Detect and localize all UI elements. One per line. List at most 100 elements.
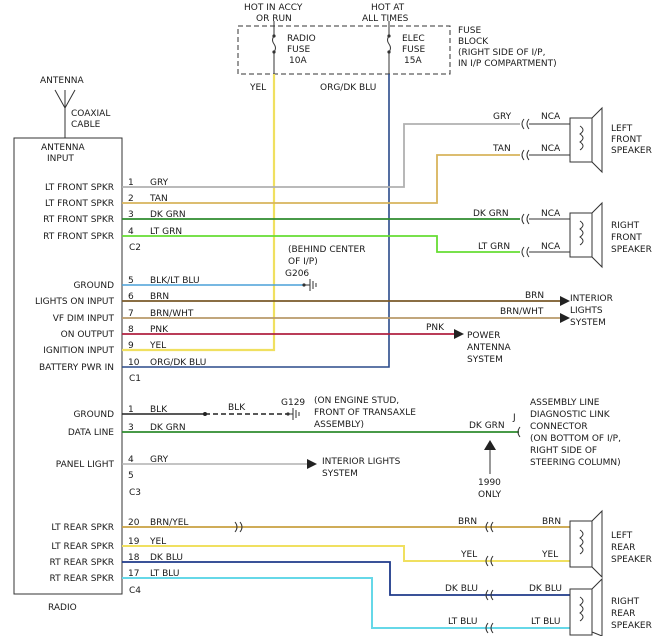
pin-number: 10: [128, 358, 140, 368]
radio-unit: ANTENNA INPUT RADIO C2 C1 C3 C4: [13, 137, 141, 613]
interior-lights-label: LIGHTS: [570, 306, 603, 316]
coax-label: CABLE: [71, 120, 101, 130]
connector-icon: [485, 622, 494, 634]
radio-fuse-label: 10A: [289, 56, 307, 66]
fuse-block-label: IN I/P COMPARTMENT): [458, 59, 557, 69]
pin-number: 17: [128, 569, 139, 579]
wire-gry: [122, 123, 520, 188]
pin-number: 2: [128, 194, 134, 204]
dlc-label: DIAGNOSTIC LINK: [530, 410, 611, 420]
ground-id: G206: [285, 269, 309, 279]
pin-number: 1: [128, 178, 134, 188]
dlc-label: RIGHT SIDE OF: [530, 446, 597, 456]
speaker-label: FRONT: [611, 135, 642, 145]
radio-pin-row: 5: [128, 471, 134, 481]
dlc-label: CONNECTOR: [530, 422, 588, 432]
pin-wire-color-label: BRN/YEL: [150, 518, 188, 528]
pin-wire-color-label: DK GRN: [150, 423, 186, 433]
connector-icon: [521, 246, 530, 258]
wires: [122, 74, 570, 629]
note-text: ASSEMBLY): [314, 420, 364, 430]
pin-function-label: RT FRONT SPKR: [43, 215, 114, 225]
connector-symbols: [234, 118, 570, 634]
connector-icon: [521, 213, 530, 225]
note-text: FRONT OF TRANSAXLE: [314, 408, 416, 418]
wire-label: PNK: [426, 323, 445, 333]
pin-wire-color-label: PNK: [150, 325, 169, 335]
connector-icon: [485, 555, 494, 567]
pin-number: 7: [128, 309, 134, 319]
note-text: OF I/P): [288, 257, 318, 267]
pin-function-label: LT REAR SPKR: [51, 523, 114, 533]
wire-label: GRY: [493, 112, 512, 122]
wire-org-dk-blu: [122, 74, 390, 368]
interior-lights-label: SYSTEM: [322, 469, 358, 479]
pin-function-label: PANEL LIGHT: [56, 460, 115, 470]
pin-wire-color-label: GRY: [150, 178, 169, 188]
ground-g129-icon: [286, 408, 300, 420]
pin-number: 18: [128, 553, 140, 563]
speaker-label: RIGHT: [611, 221, 640, 231]
fuse-block: HOT IN ACCY OR RUN HOT AT ALL TIMES RADI…: [237, 3, 557, 93]
ground-id: G129: [281, 398, 305, 408]
pin-wire-color-label: GRY: [150, 455, 169, 465]
wire-label: DK BLU: [445, 584, 478, 594]
pin-function-label: DATA LINE: [68, 428, 114, 438]
antenna-input-label: INPUT: [47, 154, 74, 164]
elec-fuse-label: 15A: [404, 56, 422, 66]
wire-label: DK GRN: [473, 209, 509, 219]
pin-function-label: BATTERY PWR IN: [39, 363, 114, 373]
pin-number: 3: [128, 423, 134, 433]
nca-label: NCA: [541, 112, 561, 122]
power-antenna-label: ANTENNA: [467, 343, 512, 353]
pin-wire-color-label: YEL: [149, 537, 166, 547]
radio-fuse-icon: [272, 35, 276, 53]
pin-function-label: LT REAR SPKR: [51, 542, 114, 552]
nca-label: NCA: [541, 242, 561, 252]
dlc-label: ASSEMBLY LINE: [530, 398, 600, 408]
fuse-block-outline: [237, 25, 451, 75]
connector-icon: [521, 118, 530, 130]
speaker-label: LEFT: [611, 124, 633, 134]
wire-label: LT GRN: [478, 242, 510, 252]
year-note: ONLY: [478, 490, 502, 500]
nca-label: NCA: [541, 209, 561, 219]
radio-label: RADIO: [48, 603, 77, 613]
coax-label: COAXIAL: [71, 109, 110, 119]
antenna-label: ANTENNA: [40, 76, 85, 86]
interior-lights-label: INTERIOR: [570, 294, 613, 304]
connector-icon: [521, 149, 530, 161]
connector-icon: [485, 521, 494, 533]
pin-function-label: LIGHTS ON INPUT: [35, 297, 115, 307]
fuse-block-label: FUSE: [458, 26, 481, 36]
year-note: 1990: [478, 478, 501, 488]
speaker-label: LEFT: [611, 531, 633, 541]
antenna-input-label: ANTENNA: [41, 143, 86, 153]
wire-yel-ignition: [122, 74, 276, 352]
pin-wire-color-label: DK GRN: [150, 210, 186, 220]
wire-label: BRN: [525, 291, 544, 301]
pin-function-label: GROUND: [73, 410, 114, 420]
connector-icon: [234, 521, 243, 533]
wire-label: DK BLU: [529, 584, 562, 594]
interior-lights-label: SYSTEM: [570, 318, 606, 328]
pin-wire-color-label: LT GRN: [150, 227, 182, 237]
antenna: ANTENNA COAXIAL CABLE: [40, 76, 110, 138]
pin-wire-color-label: BRN: [150, 292, 169, 302]
connector-c2: C2: [129, 243, 141, 253]
wire-label: LT BLU: [531, 617, 560, 627]
speaker-label: REAR: [611, 609, 635, 619]
interior-lights-label: INTERIOR LIGHTS: [322, 457, 401, 467]
connector-c4: C4: [129, 586, 141, 596]
wire-label: BLK: [228, 403, 246, 413]
pin-wire-color-label: TAN: [149, 194, 168, 204]
org-wire-label: ORG/DK BLU: [320, 83, 376, 93]
